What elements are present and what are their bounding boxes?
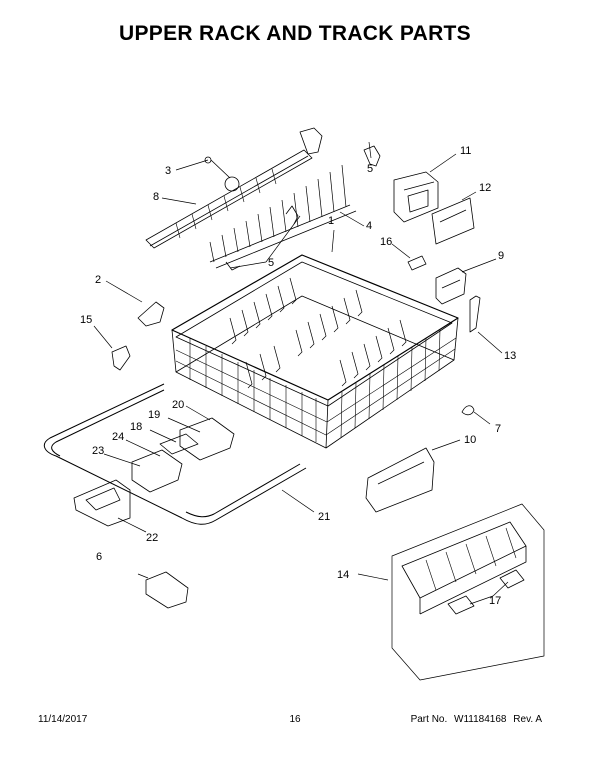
part-no-label: Part No.	[410, 714, 448, 725]
rack-wheel	[137, 301, 165, 327]
callout-number: 3	[165, 165, 171, 177]
stemware-holder-box	[391, 503, 545, 681]
upper-rack-basket	[171, 254, 459, 449]
callout-number: 24	[112, 431, 124, 443]
callout-number: 8	[153, 191, 159, 203]
callout-number: 7	[495, 423, 501, 435]
page-title: UPPER RACK AND TRACK PARTS	[119, 22, 471, 45]
handle-insert	[131, 449, 183, 493]
callout-number: 13	[504, 350, 516, 362]
callout-number: 5	[268, 257, 274, 269]
small-clip	[407, 255, 427, 271]
rack-clip	[111, 345, 131, 371]
callout-number: 4	[366, 220, 372, 232]
callout-number: 6	[96, 551, 102, 563]
callout-number: 5	[367, 163, 373, 175]
callout-number: 10	[464, 434, 476, 446]
revision: Rev. A	[513, 714, 542, 725]
callout-number: 18	[130, 421, 142, 433]
tine-row-rail	[145, 127, 323, 249]
callout-number: 2	[95, 274, 101, 286]
rack-handle	[73, 479, 131, 527]
footer-date: 11/14/2017	[38, 714, 88, 725]
callout-number: 12	[479, 182, 491, 194]
leader-lines	[93, 141, 509, 605]
callout-number: 15	[80, 314, 92, 326]
latch-cover	[159, 433, 199, 455]
footer-part-info: Part No. W11184168 Rev. A	[407, 714, 542, 725]
track-bracket	[365, 447, 435, 513]
fold-down-tines	[209, 164, 357, 271]
callout-number: 17	[489, 595, 501, 607]
callout-labels: 1 2 3 4 5 5 6 7 8 9 10 11 12 13 14 15 16…	[80, 145, 516, 607]
adjuster-housing	[393, 171, 439, 223]
adjuster-cover	[431, 197, 475, 245]
callout-number: 11	[460, 145, 471, 157]
callout-number: 20	[172, 399, 184, 411]
callout-number: 9	[498, 250, 504, 262]
footer-page-number: 16	[289, 714, 301, 725]
callout-number: 19	[148, 409, 160, 421]
track-rail	[43, 383, 307, 525]
latch-assembly	[179, 417, 235, 461]
callout-number: 14	[337, 569, 349, 581]
callout-number: 21	[318, 511, 330, 523]
track-end-cap	[145, 571, 189, 609]
track-stop	[469, 295, 481, 333]
clip-part	[363, 145, 381, 167]
spring-clip	[461, 405, 475, 416]
callout-number: 1	[328, 215, 334, 227]
callout-number: 22	[146, 532, 158, 544]
adjuster-arm	[435, 267, 467, 305]
part-no: W11184168	[454, 714, 507, 725]
callout-number: 16	[380, 236, 392, 248]
callout-number: 23	[92, 445, 104, 457]
